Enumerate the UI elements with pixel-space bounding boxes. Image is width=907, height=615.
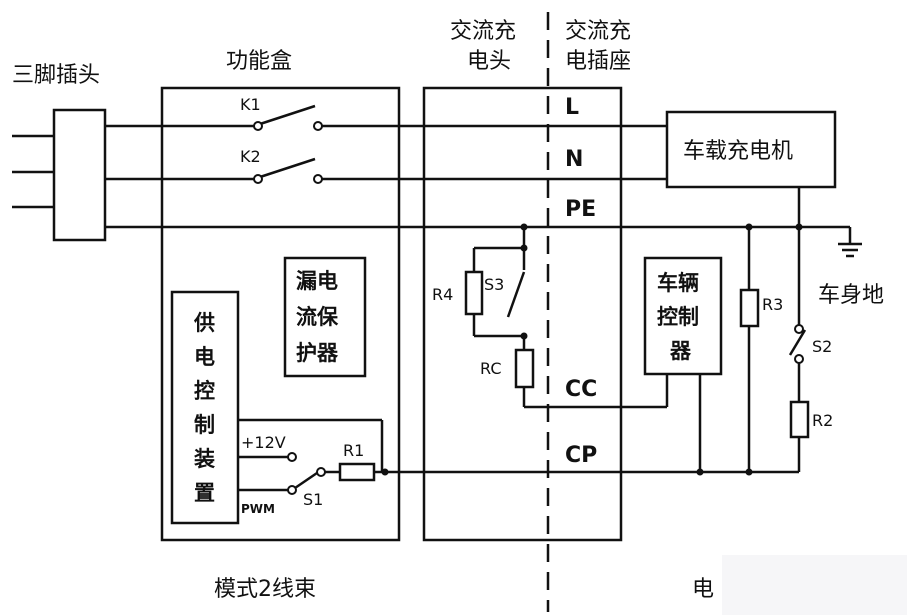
function-box-label: 功能盒 bbox=[226, 49, 292, 74]
mode2-harness-label: 模式2线束 bbox=[214, 577, 316, 602]
ac-plug-box bbox=[422, 86, 623, 542]
s2-label: S2 bbox=[812, 337, 832, 356]
plus12v-terminal bbox=[287, 452, 297, 462]
leakage-protector-line3: 护器 bbox=[296, 341, 339, 365]
k1-contact-left bbox=[253, 121, 263, 131]
r4-label: R4 bbox=[432, 285, 453, 304]
n-line bbox=[105, 157, 667, 181]
l-line bbox=[105, 104, 667, 128]
s2-contact-top bbox=[794, 324, 804, 334]
cp-node-r1 bbox=[381, 468, 389, 476]
r2-label: R2 bbox=[812, 411, 833, 430]
bottom-right-partial-label: 电 bbox=[692, 577, 714, 602]
plus12v-label: +12V bbox=[241, 433, 286, 452]
k2-label: K2 bbox=[240, 147, 261, 166]
supply-control-char-6: 置 bbox=[194, 481, 215, 505]
supply-control-device-box bbox=[170, 290, 240, 525]
pin-cp-label: CP bbox=[565, 443, 597, 468]
s3-contact-top bbox=[520, 244, 528, 252]
cp-line bbox=[385, 374, 799, 474]
vehicle-controller-line3: 器 bbox=[669, 339, 692, 363]
pin-l-label: L bbox=[565, 95, 579, 120]
supply-control-char-4: 制 bbox=[194, 413, 215, 437]
pe-line bbox=[105, 225, 862, 258]
pin-cc-label: CC bbox=[565, 377, 597, 402]
leakage-protector-box bbox=[283, 256, 367, 378]
function-box bbox=[160, 86, 401, 542]
s1-r1-circuit bbox=[238, 418, 385, 492]
supply-control-char-3: 控 bbox=[194, 379, 215, 403]
supply-control-char-2: 电 bbox=[194, 345, 215, 369]
r4-s3-rc-network bbox=[464, 227, 669, 409]
s3-label: S3 bbox=[484, 275, 504, 294]
s2-contact-bottom bbox=[794, 354, 804, 364]
vehicle-controller-line2: 控制 bbox=[657, 305, 699, 329]
pwm-terminal bbox=[287, 485, 297, 495]
ac-socket-label-line2: 电插座 bbox=[565, 49, 631, 74]
cp-node-vehicle bbox=[696, 468, 704, 476]
supply-control-char-1: 供 bbox=[193, 311, 215, 335]
s2-r2-branch bbox=[788, 187, 810, 472]
s3-contact-bottom bbox=[520, 332, 528, 340]
vehicle-controller-line1: 车辆 bbox=[657, 271, 699, 295]
plug-label: 三脚插头 bbox=[12, 63, 100, 88]
vehicle-controller-box bbox=[643, 256, 723, 376]
k2-contact-right bbox=[313, 174, 323, 184]
k1-contact-right bbox=[313, 121, 323, 131]
s1-common-terminal bbox=[316, 467, 326, 477]
leakage-protector-line2: 流保 bbox=[296, 305, 339, 329]
s1-label: S1 bbox=[303, 490, 323, 509]
supply-control-char-5: 装 bbox=[194, 447, 215, 471]
r3-branch bbox=[739, 227, 760, 472]
chassis-ground-label: 车身地 bbox=[818, 283, 884, 308]
r3-label: R3 bbox=[762, 295, 783, 314]
onboard-charger-box bbox=[665, 110, 837, 189]
rc-label: RC bbox=[480, 359, 502, 378]
leakage-protector-line1: 漏电 bbox=[296, 269, 338, 293]
pin-n-label: N bbox=[565, 147, 583, 172]
cp-node-r3 bbox=[745, 468, 753, 476]
ac-head-label-line1: 交流充 bbox=[450, 19, 516, 44]
ac-socket-label-line1: 交流充 bbox=[565, 19, 631, 44]
r1-label: R1 bbox=[343, 441, 364, 460]
corner-overlay bbox=[722, 555, 907, 615]
ac-head-label-line2: 电头 bbox=[467, 49, 511, 74]
pwm-label: PWM bbox=[241, 502, 275, 516]
onboard-charger-label: 车载充电机 bbox=[683, 139, 793, 164]
pin-pe-label: PE bbox=[565, 197, 596, 222]
three-pin-plug bbox=[12, 108, 107, 242]
k2-contact-left bbox=[253, 174, 263, 184]
k1-label: K1 bbox=[240, 95, 261, 114]
